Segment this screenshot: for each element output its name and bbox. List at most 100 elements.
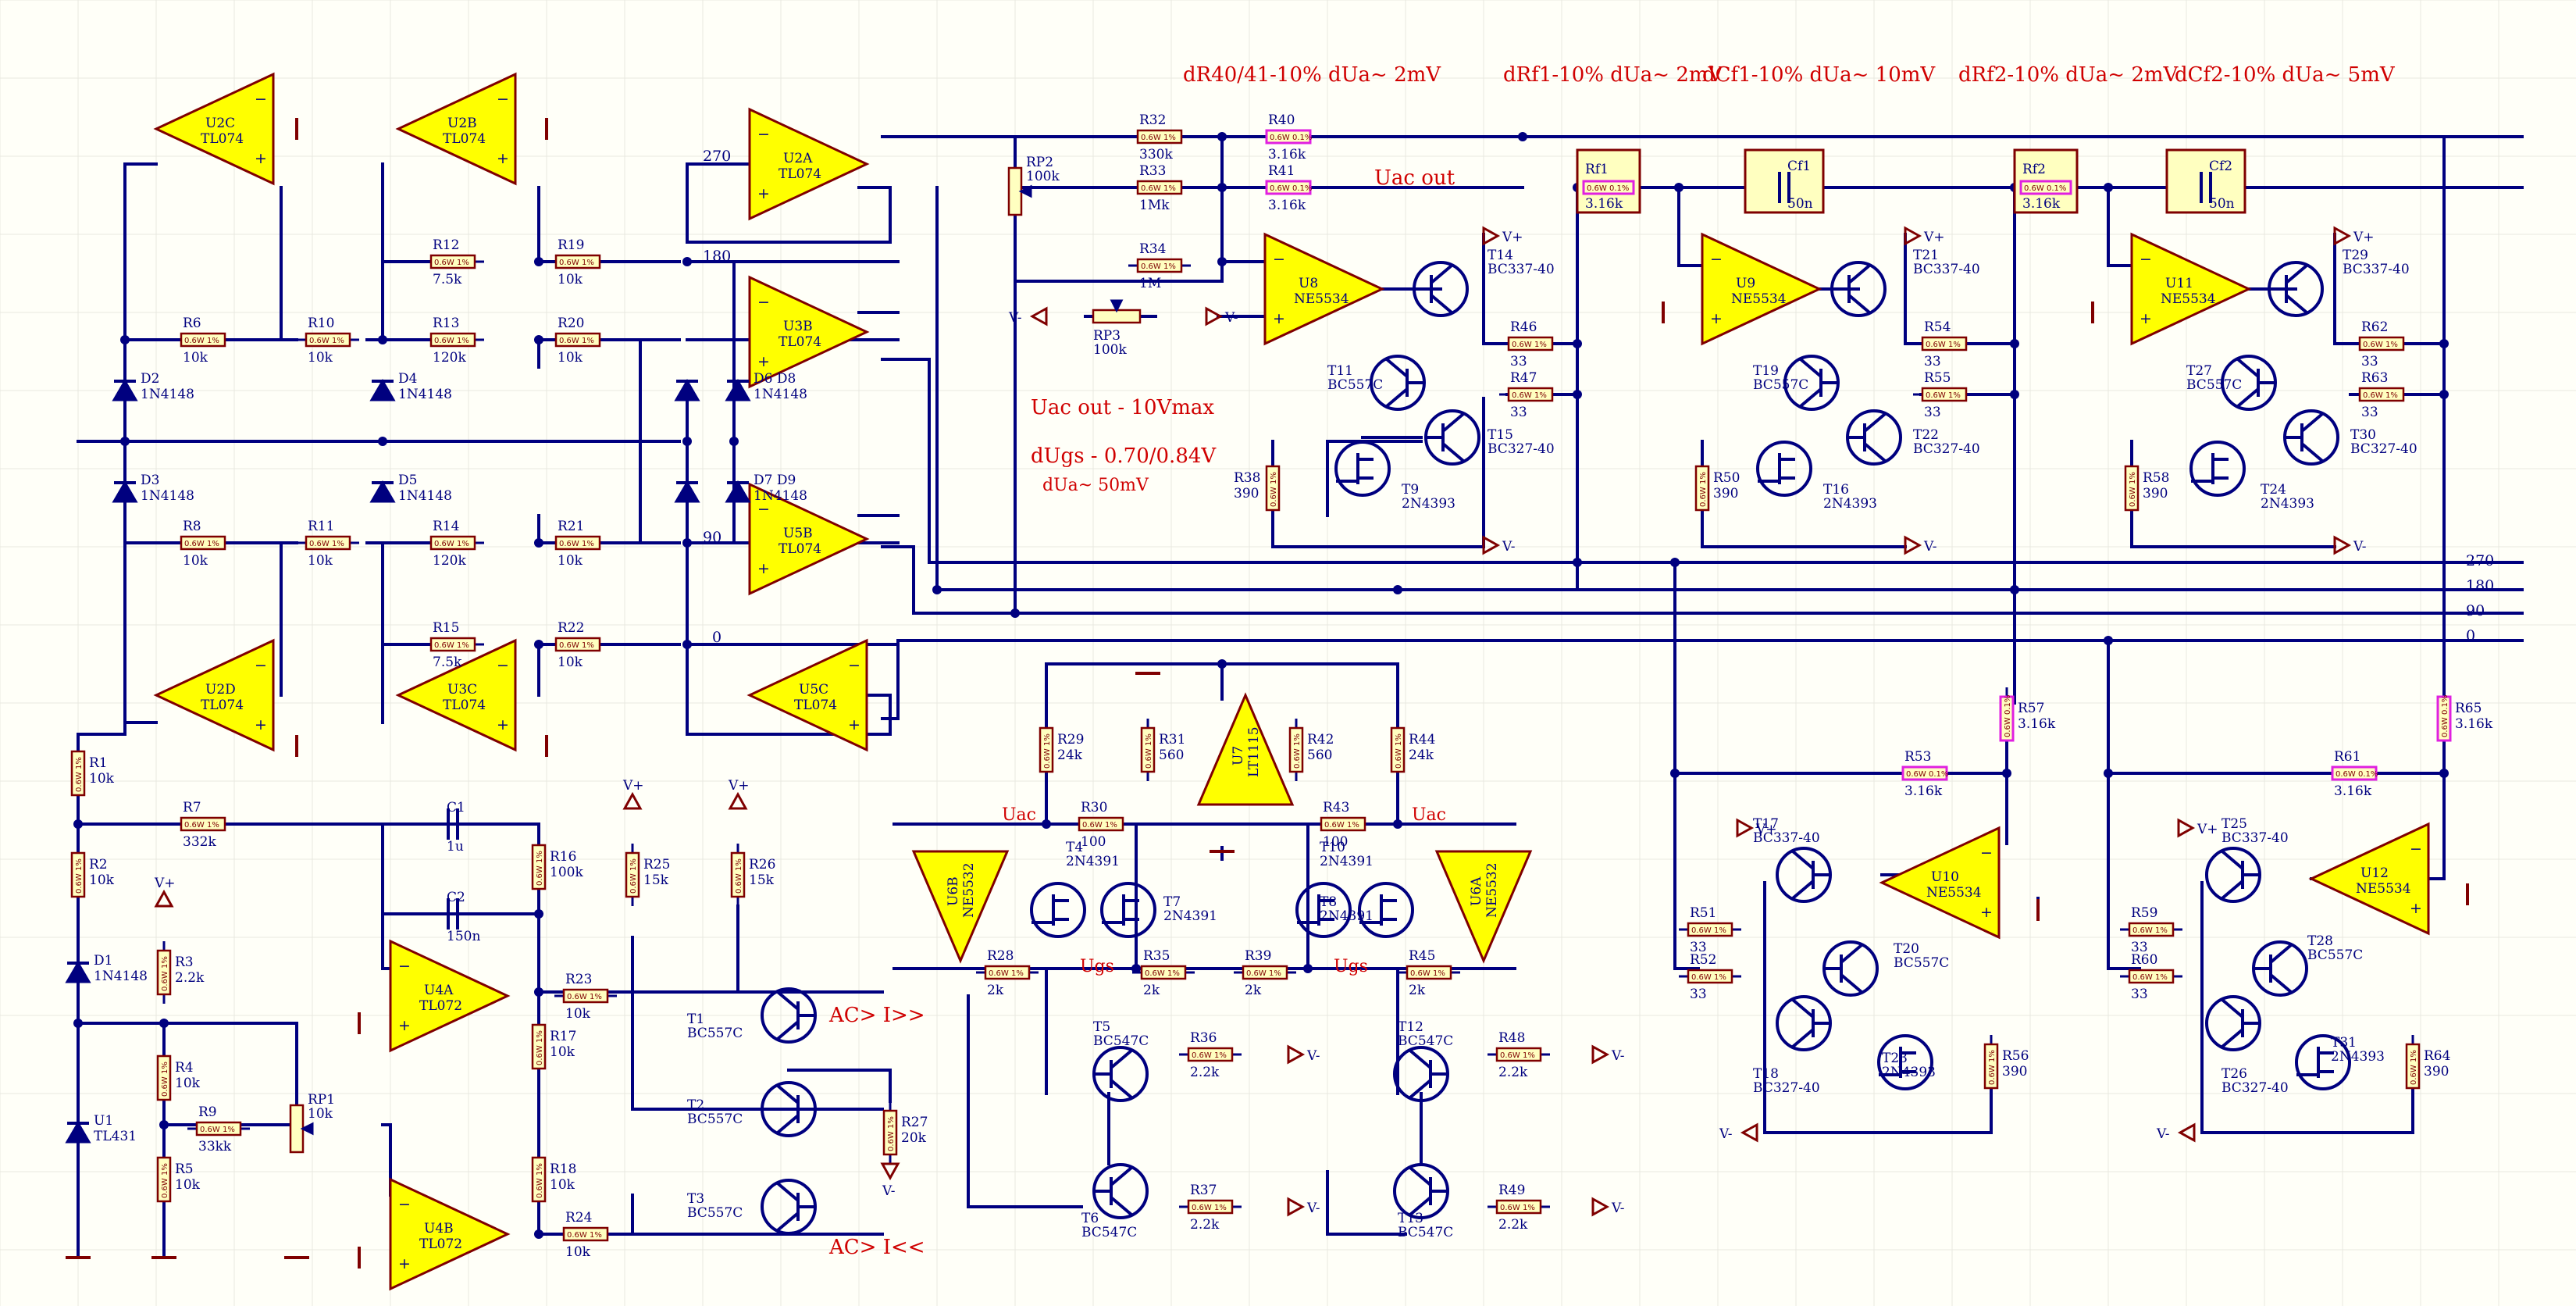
diode-body xyxy=(65,961,91,983)
transistor-collector xyxy=(1430,264,1453,284)
capacitor-value: 1u xyxy=(447,839,464,855)
resistor-ref: R38 xyxy=(1234,470,1260,486)
minus-sign: − xyxy=(757,294,770,311)
transistor-collector xyxy=(2300,412,2324,433)
vplus-label: V+ xyxy=(2353,230,2375,245)
wire xyxy=(967,994,1083,1208)
note-drf2: dRf2-10% dUa~ 2mV xyxy=(1958,63,2179,87)
resistor-tolerance: 0.6W 1% xyxy=(1500,1204,1535,1212)
resistor-body xyxy=(180,332,226,348)
vminus-symbol: V- xyxy=(2156,1122,2196,1143)
resistor-body xyxy=(1390,726,1406,773)
diode-part: 1N4148 xyxy=(141,488,194,504)
resistor-ref: R11 xyxy=(308,519,334,534)
opamp-part: TL074 xyxy=(779,541,821,557)
resistor-ref: R15 xyxy=(433,620,459,636)
vminus-label: V- xyxy=(1008,310,1021,326)
resistor-body xyxy=(156,1156,172,1203)
resistor-body xyxy=(1265,129,1312,145)
vminus-symbol: V- xyxy=(1287,1197,1320,1217)
resistor-value: 2.2k xyxy=(1498,1065,1528,1080)
diode-ref: D1 xyxy=(94,953,112,969)
opamp-ref: U4B xyxy=(424,1221,454,1236)
opamp-ref: U2C xyxy=(205,116,235,131)
diode-body xyxy=(65,1121,91,1144)
transistor-ref: T11 xyxy=(1327,363,1353,379)
resistor-body xyxy=(2124,465,2140,512)
resistor-ref: R17 xyxy=(550,1029,576,1044)
vminus-arrow xyxy=(1287,1197,1306,1217)
capacitor-frame xyxy=(2165,148,2246,214)
resistor-body xyxy=(429,535,476,551)
vminus-label: V- xyxy=(1719,1126,1732,1142)
resistor-value: 330k xyxy=(1139,147,1173,162)
resistor-ref: R42 xyxy=(1307,732,1334,748)
resistor-value: 10k xyxy=(89,771,115,787)
resistor-body xyxy=(2436,695,2452,742)
diode-body xyxy=(112,480,138,503)
diode-body xyxy=(725,480,751,503)
transistor-collector xyxy=(2221,998,2244,1019)
transistor-collector xyxy=(1840,944,1863,964)
note-dr40: dR40/41-10% dUa~ 2mV xyxy=(1183,63,1441,87)
resistor-value: 33 xyxy=(1924,405,1941,420)
junction-dot xyxy=(682,538,692,548)
resistor-tolerance: 0.6W 0.1% xyxy=(1270,134,1312,142)
junction-dot xyxy=(682,437,692,446)
note-drf1: dRf1-10% dUa~ 2mV xyxy=(1503,63,1724,87)
transistor-part: BC557C xyxy=(687,1205,743,1221)
opamp-ref: U5C xyxy=(799,682,828,698)
resistor-value: 3.16k xyxy=(1268,147,1306,162)
bus-end-90: 90 xyxy=(2466,602,2485,619)
resistor-body xyxy=(1140,965,1187,980)
resistor-tolerance: 0.6W 1% xyxy=(434,540,469,548)
resistor-ref: R63 xyxy=(2361,370,2388,386)
resistor-value: 3.16k xyxy=(2022,196,2061,212)
vminus-arrow xyxy=(880,1162,900,1181)
resistor-value: 33 xyxy=(2361,405,2378,420)
vplus-symbol: V+ xyxy=(1736,818,1777,838)
transistor-ref: T9 xyxy=(1402,482,1419,498)
diode-part: 1N4148 xyxy=(754,387,807,402)
resistor-tolerance: 0.6W 1% xyxy=(559,641,594,650)
resistor-tolerance: 0.6W 1% xyxy=(559,259,594,267)
pot-value: 100k xyxy=(1093,342,1127,358)
resistor-tolerance: 0.6W 1% xyxy=(559,337,594,345)
resistor-body xyxy=(70,851,86,898)
resistor-value: 33kk xyxy=(198,1139,232,1154)
resistor-value: 560 xyxy=(1307,748,1332,763)
resistor-ref: R25 xyxy=(643,857,670,872)
resistor-ref: R31 xyxy=(1159,732,1185,748)
transistor-emitter xyxy=(1385,387,1409,408)
transistor-part: BC327-40 xyxy=(2350,441,2417,457)
transistor-ref: T12 xyxy=(1398,1019,1423,1035)
label-ugs-right: Ugs xyxy=(1334,957,1368,976)
minus-sign: − xyxy=(398,958,411,975)
resistor-tolerance: 0.6W 1% xyxy=(434,641,469,650)
junction-dot xyxy=(1573,558,1582,567)
resistor-tolerance: 0.6W 1% xyxy=(75,858,84,894)
resistor-tolerance: 0.6W 1% xyxy=(309,540,344,548)
transistor-emitter xyxy=(1409,1196,1432,1216)
transistor-ref: T14 xyxy=(1488,248,1513,263)
resistor-tolerance: 0.6W 1% xyxy=(536,1163,544,1198)
resistor-body xyxy=(2331,765,2378,781)
resistor-ref: R10 xyxy=(308,316,334,331)
resistor-ref: R44 xyxy=(1409,732,1435,748)
plus-sign: + xyxy=(1710,310,1723,327)
resistor-body xyxy=(2019,180,2072,195)
transistor-ref: T26 xyxy=(2221,1066,2247,1082)
